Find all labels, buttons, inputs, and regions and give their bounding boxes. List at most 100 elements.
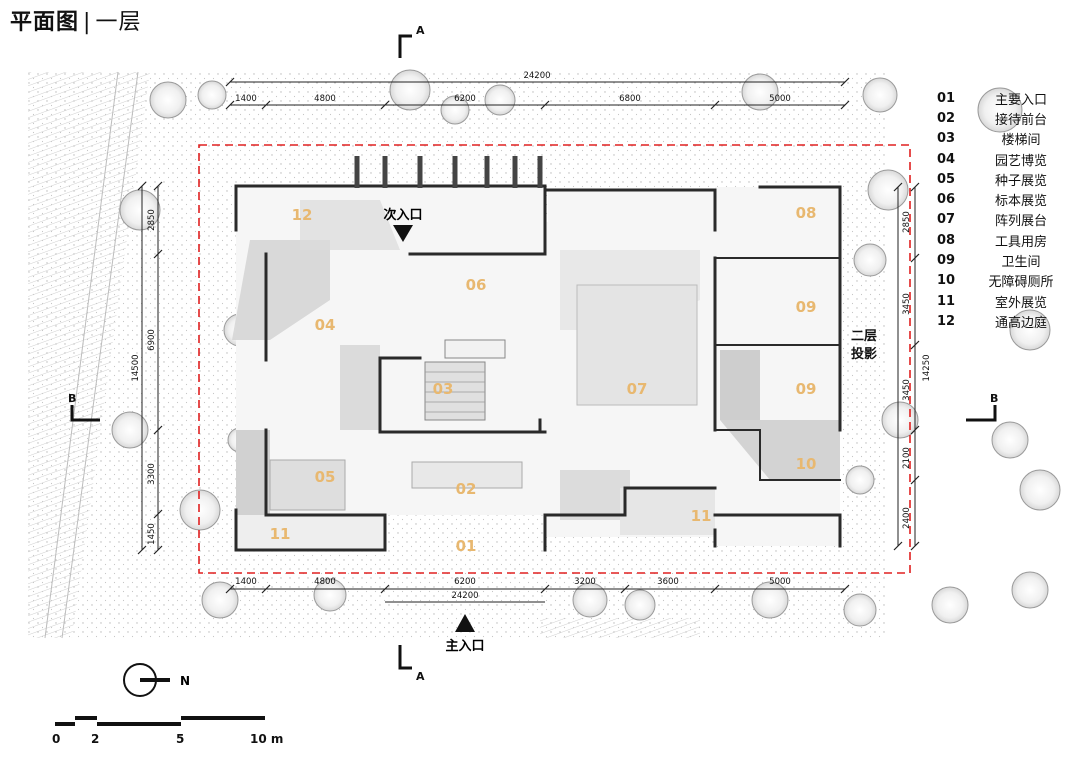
legend-item: 10 无障碍厕所 — [937, 271, 1077, 291]
dim-right-seg: 2850 — [902, 211, 912, 233]
legend-item: 11 室外展览 — [937, 291, 1077, 311]
legend-number: 12 — [937, 313, 956, 329]
title-sub: 一层 — [95, 10, 142, 35]
main-entrance-label: 主入口 — [445, 638, 484, 654]
room-label-01: 01 — [456, 537, 477, 555]
legend-item: 07 阵列展台 — [937, 210, 1077, 230]
legend-number: 10 — [937, 273, 956, 289]
legend-item: 12 通高边庭 — [937, 311, 1077, 331]
dimension-lines — [141, 81, 916, 603]
dim-top-seg: 6200 — [454, 94, 476, 104]
dim-right-seg: 2100 — [902, 447, 912, 469]
room-label-02: 02 — [456, 480, 477, 498]
north-arrow-icon — [123, 663, 170, 697]
dim-bottom-seg: 4800 — [314, 577, 336, 587]
legend-item: 03 楼梯间 — [937, 129, 1077, 149]
legend-number: 02 — [937, 110, 956, 126]
legend-number: 11 — [937, 293, 956, 309]
room-label-06: 06 — [466, 276, 487, 294]
scale-label: 2 — [91, 732, 99, 746]
dim-top-seg: 4800 — [314, 94, 336, 104]
legend-label: 楼梯间 — [1001, 133, 1041, 149]
site-boundary — [198, 144, 911, 574]
legend-number: 06 — [937, 192, 956, 208]
page-title: 平面图|一层 — [10, 4, 141, 36]
scale-label: 5 — [176, 732, 184, 746]
room-label-12: 12 — [292, 206, 313, 224]
dim-bottom-seg: 6200 — [454, 577, 476, 587]
dim-bottom-seg: 5000 — [769, 577, 791, 587]
section-a-bottom-label: A — [416, 670, 425, 683]
room-label-08: 08 — [796, 204, 817, 222]
scale-label: 10 m — [250, 732, 283, 746]
roof-fins — [354, 156, 543, 188]
room-label-09: 09 — [796, 298, 817, 316]
legend-item: 01 主要入口 — [937, 88, 1077, 108]
legend-item: 09 卫生间 — [937, 250, 1077, 270]
main-entrance-arrow-icon — [455, 614, 475, 632]
title-separator: | — [83, 10, 92, 35]
dim-bottom-seg: 3600 — [657, 577, 679, 587]
legend-label: 接待前台 — [994, 112, 1047, 128]
legend-label: 室外展览 — [994, 295, 1047, 311]
legend-number: 04 — [937, 151, 956, 167]
dim-left-seg: 1450 — [147, 523, 157, 545]
legend-number: 08 — [937, 232, 956, 248]
title-main: 平面图 — [10, 10, 80, 35]
legend-number: 09 — [937, 253, 956, 269]
dim-bottom-seg: 1400 — [235, 577, 257, 587]
secondary-entrance-label: 次入口 — [383, 207, 422, 223]
building-footprint — [232, 186, 840, 550]
room-label-04: 04 — [315, 316, 336, 334]
dim-top-seg: 6800 — [619, 94, 641, 104]
room-label-03: 03 — [433, 380, 454, 398]
legend-number: 07 — [937, 212, 956, 228]
dim-top-seg: 1400 — [235, 94, 257, 104]
dim-right-seg: 2400 — [902, 507, 912, 529]
dim-right-seg: 3450 — [902, 293, 912, 315]
dim-top-total: 24200 — [523, 71, 550, 81]
secondary-entrance-arrow-icon — [393, 225, 413, 242]
legend-label: 无障碍厕所 — [988, 275, 1054, 291]
legend-item: 02 接待前台 — [937, 108, 1077, 128]
room-label-05: 05 — [315, 468, 336, 486]
scale-bar — [55, 716, 265, 726]
dimension-ticks — [137, 77, 920, 594]
legend-label: 通高边庭 — [994, 315, 1047, 331]
dim-left-seg: 2850 — [147, 209, 157, 231]
room-label-07: 07 — [627, 380, 648, 398]
legend-label: 阵列展台 — [994, 214, 1047, 230]
legend-label: 园艺博览 — [994, 153, 1047, 169]
legend-item: 08 工具用房 — [937, 230, 1077, 250]
projection-label-line1: 二层 — [851, 329, 877, 344]
section-a-top-label: A — [416, 24, 425, 37]
legend-label: 标本展览 — [994, 194, 1047, 210]
dim-right-seg: 3450 — [902, 379, 912, 401]
legend-label: 主要入口 — [994, 92, 1047, 108]
dim-left-total: 14500 — [131, 354, 141, 381]
room-legend: 01 主要入口 02 接待前台 03 楼梯间 04 园艺博览 05 种子展览 06 标本展览… — [937, 88, 1077, 332]
legend-label: 种子展览 — [994, 173, 1047, 189]
room-label-10: 10 — [796, 455, 817, 473]
dim-left-seg: 6900 — [147, 329, 157, 351]
projection-label-line2: 投影 — [851, 346, 877, 362]
legend-label: 卫生间 — [1001, 255, 1041, 271]
legend-label: 工具用房 — [994, 234, 1047, 250]
walls — [234, 184, 842, 552]
room-label-09: 09 — [796, 380, 817, 398]
dim-right-total: 14250 — [922, 354, 932, 381]
dim-top-seg: 5000 — [769, 94, 791, 104]
dim-left-seg: 3300 — [147, 463, 157, 485]
legend-number: 03 — [937, 131, 956, 147]
dim-bottom-total: 24200 — [451, 591, 478, 601]
section-b-right-label: B — [990, 392, 998, 405]
room-label-11: 11 — [691, 507, 712, 525]
legend-item: 06 标本展览 — [937, 189, 1077, 209]
legend-number: 05 — [937, 171, 956, 187]
legend-number: 01 — [937, 90, 956, 106]
north-label: N — [180, 674, 190, 688]
legend-item: 04 园艺博览 — [937, 149, 1077, 169]
legend-item: 05 种子展览 — [937, 169, 1077, 189]
section-marks — [70, 34, 997, 670]
